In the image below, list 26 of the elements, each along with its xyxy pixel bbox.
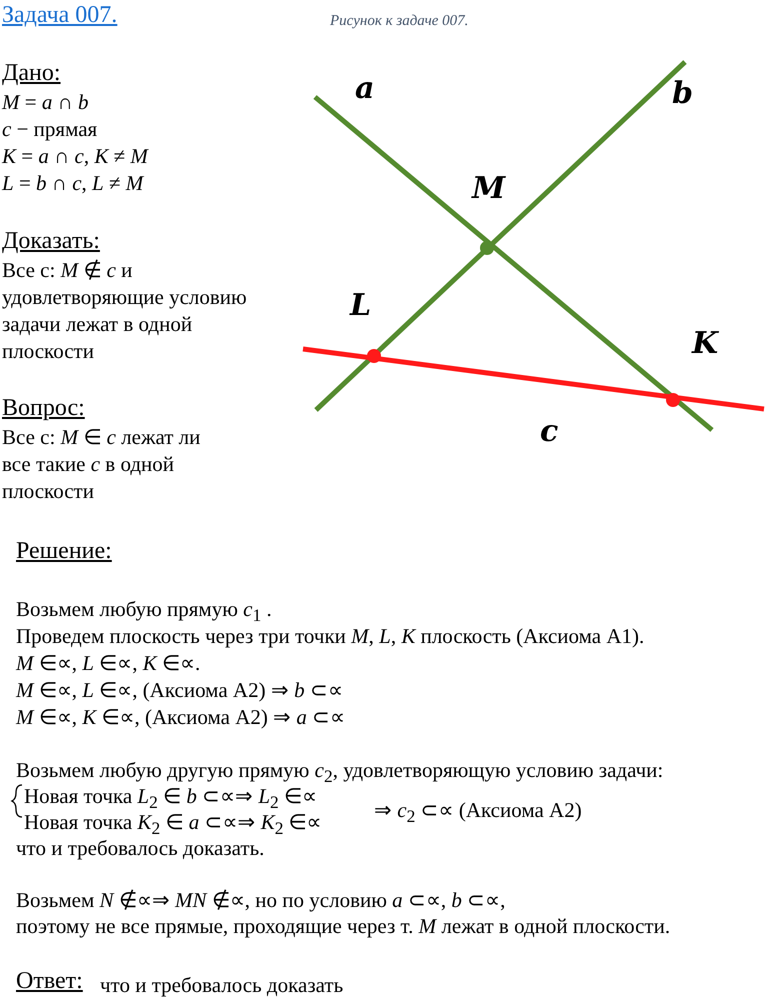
section-heading: Доказать: [2,228,100,255]
text-line: ⇒ c$_{2}$ ⊂∝ (Аксиома А2) [374,797,582,828]
line-label: c [540,418,558,445]
text-line: K = a ∩ c, K ≠ M [2,143,148,170]
text-line: M = a ∩ b [2,89,89,116]
point-label: M [472,175,506,202]
figure-caption: Рисунок к задаче 007. [330,12,468,31]
paragraph: Все с: M ∉ c и удовлетворяющие условию задачи лежат в одной плоскости [2,257,248,365]
line-label: b [672,80,693,107]
section-heading: Дано: [2,60,61,87]
section-heading: Решение: [16,538,112,565]
paragraph: Все с: M ∈ c лежат ли все такие c в одной плоскости [2,424,202,505]
line-label: a [355,75,374,102]
point-label: L [350,292,372,319]
section-heading: Ответ: [16,968,83,995]
text-line: M ∈∝, L ∈∝, K ∈∝. [16,650,200,677]
text-line: что и требовалось доказать [100,972,344,997]
point-label: K [692,330,718,357]
text-line: L = b ∩ c, L ≠ M [2,170,144,197]
text-line: Возьмем N ∉∝⇒ MN ∉∝, но по условию a ⊂∝, b ⊂∝, [16,887,506,914]
text-line: c − прямая [2,116,98,143]
title-link: Задача 007. [2,2,118,29]
text-line: поэтому не все прямые, проходящие через т. M лежат в одной плоскости. [16,913,670,940]
text-line: M ∈∝, L ∈∝, (Аксиома А2) ⇒ b ⊂∝ [16,677,343,704]
section-heading: Вопрос: [2,395,85,422]
text-line: M ∈∝, K ∈∝, (Аксиома А2) ⇒ a ⊂∝ [16,704,346,731]
